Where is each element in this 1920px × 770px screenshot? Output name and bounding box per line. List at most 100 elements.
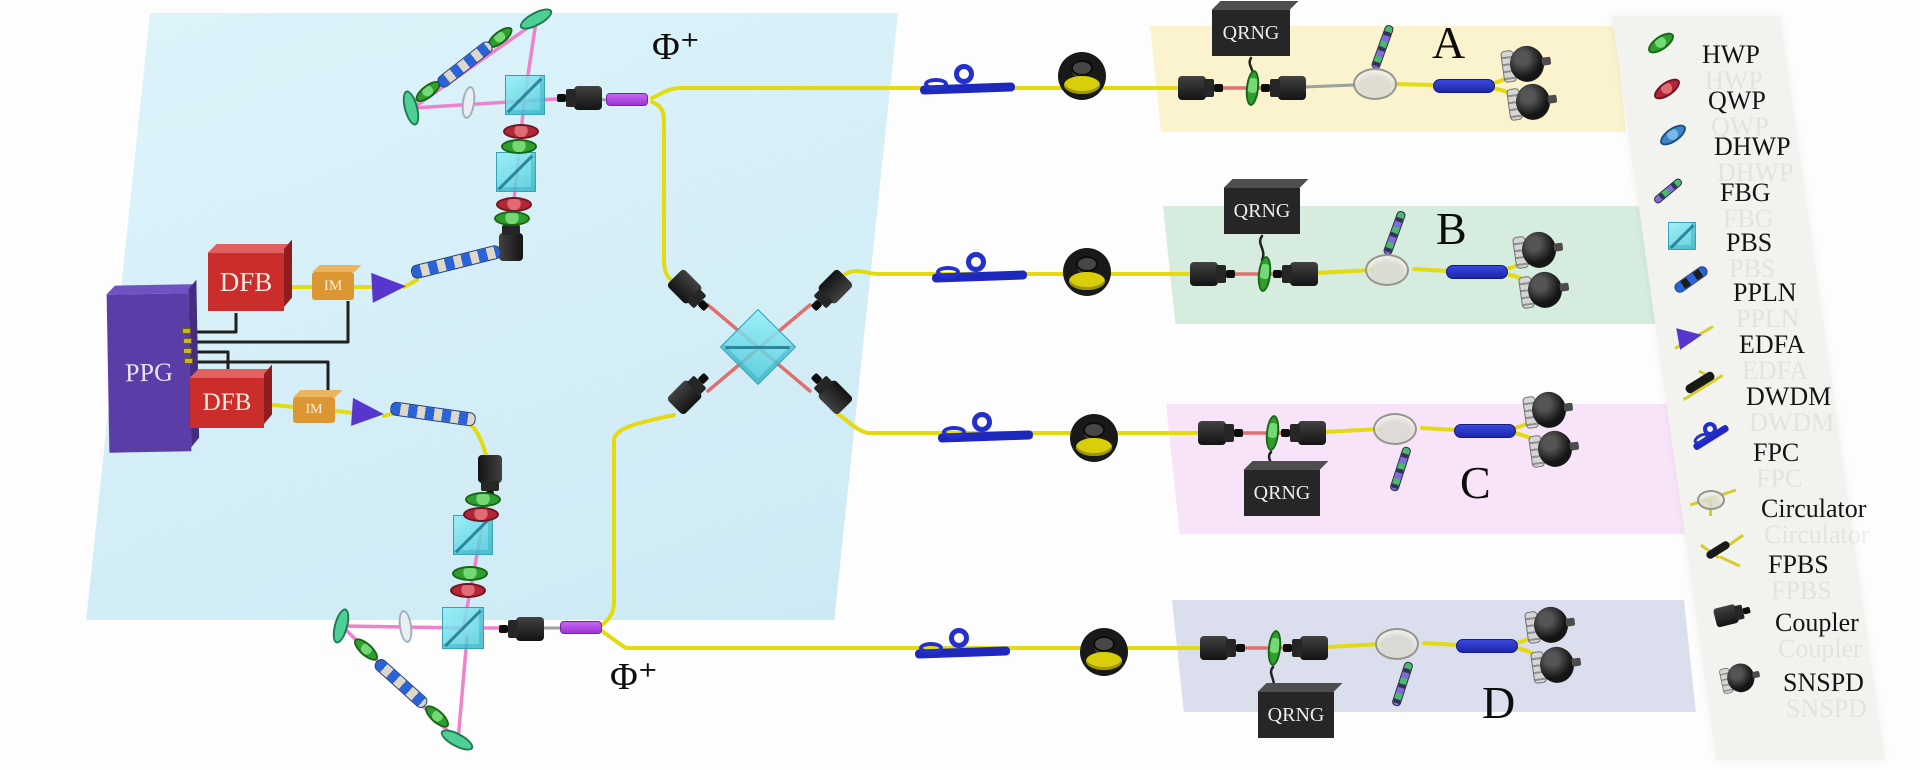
legend-label: PPLN — [1733, 278, 1797, 307]
station-label-b: B — [1436, 203, 1467, 254]
legend-label: PBS — [1726, 228, 1773, 257]
legend-icon-fbg — [1652, 174, 1684, 208]
qrng-box-d: QRNG — [1257, 683, 1343, 738]
station-label-a: A — [1432, 17, 1466, 68]
legend-icon-hwp — [1644, 28, 1678, 58]
output-coupler-bottom — [498, 617, 544, 641]
legend-icon-fpbs — [1700, 533, 1744, 568]
coupler — [1200, 636, 1246, 660]
ppg-port — [183, 338, 192, 344]
edfa-top — [371, 271, 407, 303]
qrng-d-label: QRNG — [1267, 703, 1325, 726]
pbs-cube — [442, 607, 484, 649]
ppg-box: PPG — [106, 279, 200, 453]
circulator-station-d — [1375, 628, 1419, 660]
legend-icon-dwdm — [1682, 369, 1724, 401]
dfb-top-label: DFB — [219, 266, 273, 297]
ppg-port — [182, 328, 191, 334]
snspd — [1524, 604, 1577, 646]
snspd — [1506, 81, 1559, 123]
dfb-bottom-label: DFB — [202, 389, 252, 416]
dfb-laser-bottom: DFB — [189, 364, 273, 428]
fpbs-station-a — [1433, 79, 1495, 93]
pbs-cube — [496, 152, 536, 192]
fiber-source-to-d — [598, 628, 1204, 650]
qwp — [503, 124, 539, 139]
fpbs-station-d — [1456, 639, 1518, 653]
legend-label: HWP — [1702, 40, 1760, 69]
fpbs-station-c — [1454, 424, 1516, 438]
intensity-modulator-bottom: IM — [293, 390, 343, 423]
fiber-source-to-a — [650, 86, 1182, 100]
coupler — [1198, 421, 1244, 445]
station-label-d: D — [1482, 677, 1516, 728]
fiber-top-source-to-central — [650, 100, 682, 289]
coupler — [1260, 76, 1306, 100]
ppg-electrical-cables — [184, 301, 350, 398]
im-top-label: IM — [323, 277, 343, 294]
legend-label: EDFA — [1739, 330, 1805, 359]
qrng-box-c: QRNG — [1243, 461, 1329, 516]
legend-label: FBG — [1720, 178, 1771, 207]
circulator-station-c — [1373, 413, 1417, 445]
coupler — [1272, 262, 1318, 286]
snspd — [1512, 229, 1565, 271]
snspd — [1528, 428, 1581, 470]
hwp — [501, 139, 537, 154]
fpc-line-b — [931, 252, 1028, 284]
coupler — [1282, 636, 1328, 660]
pbs-cube — [505, 75, 545, 115]
coupler — [1178, 76, 1224, 100]
ppg-port — [184, 358, 193, 364]
qrng-c-label: QRNG — [1253, 481, 1311, 504]
qwp — [463, 507, 499, 522]
legend-label: FPC — [1753, 438, 1800, 467]
filter-rod-top — [606, 93, 648, 106]
fiber-central-to-c — [836, 412, 1202, 435]
dfb-laser-top: DFB — [207, 239, 293, 311]
legend-icon-coupler — [1710, 602, 1756, 628]
legend-label: Coupler — [1775, 608, 1859, 637]
legend-label: QWP — [1708, 86, 1766, 115]
fiber-spool-d — [1080, 628, 1128, 676]
fiber-spool-c — [1070, 414, 1118, 462]
fpbs-station-b — [1446, 265, 1508, 279]
snspd — [1530, 644, 1583, 686]
coupler — [1190, 262, 1236, 286]
legend-icon-dhwp — [1656, 120, 1690, 150]
legend-icon-ppln — [1672, 264, 1710, 295]
legend-label: FPBS — [1768, 550, 1829, 579]
legend-label: Circulator — [1761, 494, 1867, 523]
coupler — [1280, 421, 1326, 445]
circulator-station-a — [1353, 68, 1397, 100]
free-space-red-beams — [706, 86, 1290, 650]
snspd — [1500, 43, 1553, 85]
qwp — [496, 197, 532, 212]
fpc-line-a — [919, 64, 1016, 96]
bell-state-label-bottom: Φ⁺ — [610, 656, 658, 698]
intensity-modulator-top: IM — [312, 265, 362, 300]
legend-icon-edfa — [1674, 324, 1714, 350]
fpc-line-c — [937, 412, 1034, 444]
snspd — [1518, 269, 1571, 311]
hwp — [452, 566, 488, 581]
hwp — [465, 492, 501, 507]
im-bottom-label: IM — [305, 402, 323, 417]
bell-state-label-top: Φ⁺ — [652, 26, 700, 68]
legend-label: DWDM — [1746, 382, 1832, 411]
fiber-spool-b — [1063, 248, 1111, 296]
snspd — [1522, 389, 1575, 431]
qrng-cables — [1248, 56, 1276, 694]
hwp — [494, 211, 530, 226]
qrng-box-b: QRNG — [1223, 179, 1309, 234]
edfa-bottom — [351, 397, 385, 429]
legend-icon-snspd — [1716, 660, 1764, 696]
legend-icon-qwp — [1650, 74, 1684, 104]
filter-rod-bottom — [560, 621, 602, 634]
legend-label: SNSPD — [1783, 668, 1864, 697]
circulator-station-b — [1365, 254, 1409, 286]
qrng-b-label: QRNG — [1233, 199, 1291, 222]
legend-icon-pbs — [1668, 222, 1696, 250]
qrng-box-a: QRNG — [1211, 1, 1299, 56]
